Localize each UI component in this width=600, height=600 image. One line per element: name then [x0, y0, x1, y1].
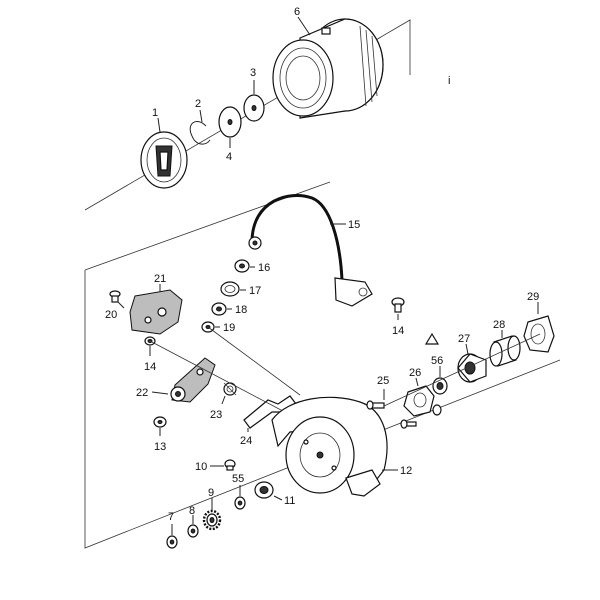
part-20-screw[interactable] [109, 290, 121, 303]
callout-18: 18 [235, 304, 247, 316]
part-21-bail-arm[interactable] [129, 289, 183, 335]
callout-12: 12 [400, 465, 412, 477]
callout-1: 1 [152, 107, 158, 119]
callout-22: 22 [136, 387, 148, 399]
part-23-spring[interactable] [223, 382, 237, 396]
callout-2: 2 [195, 98, 201, 110]
callout-14-right: 14 [392, 325, 404, 337]
callout-24: 24 [240, 435, 252, 447]
callout-16: 16 [258, 262, 270, 274]
part-17-line-roller[interactable] [220, 281, 240, 297]
callout-9: 9 [208, 487, 214, 499]
callout-15: 15 [348, 219, 360, 231]
callout-21: 21 [154, 273, 166, 285]
part-7-washer[interactable] [166, 535, 178, 549]
part-washer-small[interactable] [432, 404, 442, 416]
assembly-guide-line [149, 340, 301, 421]
part-9-gear[interactable] [202, 509, 222, 531]
part-18-collar[interactable] [211, 302, 227, 316]
callout-23: 23 [210, 409, 222, 421]
part-14-screw-right[interactable] [391, 297, 405, 313]
callout-25: 25 [377, 375, 389, 387]
callout-17: 17 [249, 285, 261, 297]
part-15-bail-wire[interactable] [248, 194, 373, 307]
part-55-washer[interactable] [234, 496, 246, 510]
part-12-rotor[interactable] [271, 396, 388, 497]
part-3-washer[interactable] [243, 94, 265, 122]
callout-26: 26 [409, 367, 421, 379]
assembly-guide-line [383, 333, 541, 407]
part-13-screw[interactable] [153, 416, 167, 428]
callout-10: 10 [195, 461, 207, 473]
callout-7: 7 [168, 511, 174, 523]
callout-6: 6 [294, 6, 300, 18]
part-8-washer[interactable] [187, 524, 199, 538]
assembly-guide-line [207, 326, 301, 396]
part-29-cap-plate[interactable] [523, 315, 555, 353]
part-27-bearing-nut[interactable] [457, 353, 487, 383]
callout-55: 55 [232, 473, 244, 485]
part-56-indicator-triangle [424, 332, 440, 345]
callout-19: 19 [223, 322, 235, 334]
spool-group-frame [84, 19, 411, 211]
callout-13: 13 [154, 441, 166, 453]
callout-14-left: 14 [144, 361, 156, 373]
part-4-washer[interactable] [218, 106, 242, 138]
part-2-clip[interactable] [189, 121, 211, 145]
part-10-screw[interactable] [224, 459, 236, 471]
callout-3: 3 [250, 67, 256, 79]
part-28-collar[interactable] [489, 335, 521, 367]
part-16-bushing[interactable] [234, 259, 250, 273]
part-26-plate[interactable] [403, 385, 435, 417]
mark-i: i [448, 75, 450, 87]
callout-29: 29 [527, 291, 539, 303]
part-25-screw-set[interactable] [366, 400, 417, 429]
callout-4: 4 [226, 151, 232, 163]
callout-27: 27 [458, 333, 470, 345]
callout-28: 28 [493, 319, 505, 331]
part-22-trip-arm[interactable] [170, 357, 216, 403]
part-6-spool[interactable] [272, 18, 384, 119]
callout-56: 56 [431, 355, 443, 367]
callout-8: 8 [189, 505, 195, 517]
callout-11: 11 [284, 495, 295, 507]
part-1-drag-knob[interactable] [140, 131, 188, 189]
callout-20: 20 [105, 309, 117, 321]
part-11-nut[interactable] [254, 481, 274, 499]
